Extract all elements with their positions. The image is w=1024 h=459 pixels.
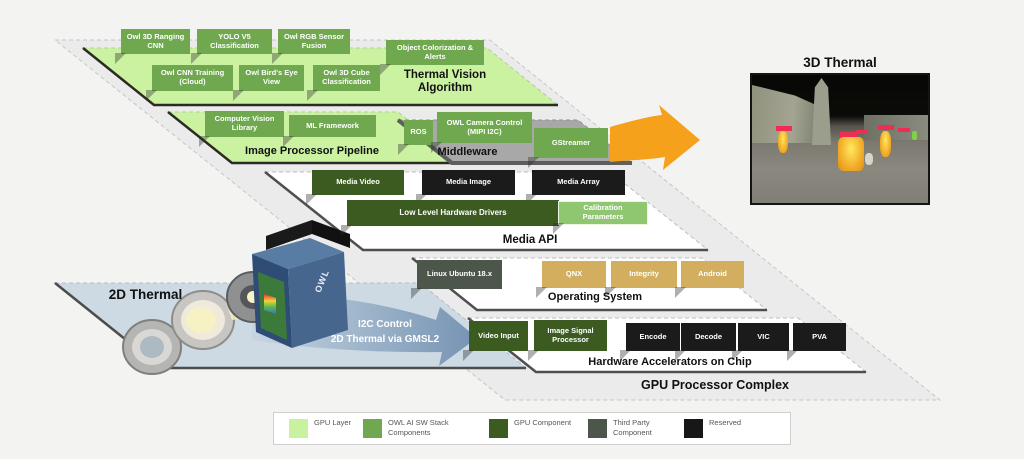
scene-person-cart xyxy=(838,137,864,171)
label-operating-system: Operating System xyxy=(547,291,643,303)
legend: GPU Layer OWL AI SW Stack Components GPU… xyxy=(273,412,791,445)
legend-label-gpu-component: GPU Component xyxy=(514,418,572,427)
output-arrow xyxy=(610,105,700,170)
scene-figure-small xyxy=(912,131,917,140)
box-object-colorization-alerts: Object Colorization & Alerts xyxy=(380,40,484,75)
label-middleware: Middleware xyxy=(437,146,498,158)
scene-detection-tag xyxy=(856,130,868,134)
box-gstreamer: GStreamer xyxy=(528,128,608,168)
box-qnx: QNX xyxy=(536,261,606,298)
scene-building-right xyxy=(864,115,928,140)
legend-swatch-owl-components xyxy=(363,419,382,438)
box-media-video: Media Video xyxy=(306,170,404,205)
scene-detection-tag xyxy=(898,128,910,132)
box-yolo-v5-classification: YOLO V5 Classification xyxy=(191,29,272,64)
box-low-level-hardware-drivers: Low Level Hardware Drivers xyxy=(341,200,559,236)
box-owl-birds-eye-view: Owl Bird's Eye View xyxy=(233,65,304,101)
thermal-3d-image xyxy=(750,73,930,205)
box-video-input: Video Input xyxy=(463,321,528,361)
camera-illustration xyxy=(122,220,350,375)
label-gpu-processor-complex: GPU Processor Complex xyxy=(641,378,789,392)
box-owl-3d-ranging-cnn: Owl 3D Ranging CNN xyxy=(115,29,190,64)
i2c-arrow-line1: I2C Control xyxy=(358,319,412,330)
scene-person-right xyxy=(880,131,891,157)
box-decode: Decode xyxy=(675,323,736,361)
box-ros: ROS xyxy=(398,120,433,155)
label-2d-thermal: 2D Thermal xyxy=(108,287,183,302)
label-3d-thermal: 3D Thermal xyxy=(803,55,877,70)
scene-person-left xyxy=(778,131,788,153)
box-encode: Encode xyxy=(620,323,680,361)
legend-swatch-gpu-component xyxy=(489,419,508,438)
label-hardware-accelerators: Hardware Accelerators on Chip xyxy=(588,356,752,368)
label-thermal-vision-algorithm: Thermal Vision Algorithm xyxy=(403,69,487,95)
scene-tower xyxy=(812,78,831,145)
scene-detection-tag xyxy=(878,125,894,130)
legend-label-gpu-layer: GPU Layer xyxy=(314,418,352,427)
box-owl-rgb-sensor-fusion: Owl RGB Sensor Fusion xyxy=(272,29,350,64)
box-ml-framework: ML Framework xyxy=(283,115,376,147)
legend-swatch-reserved xyxy=(684,419,703,438)
scene-dog xyxy=(865,153,873,165)
scene-detection-tag xyxy=(776,126,792,131)
legend-label-reserved: Reserved xyxy=(709,418,742,427)
box-owl-camera-control: OWL Camera Control (MIPI I2C) xyxy=(431,112,532,153)
box-media-image: Media Image xyxy=(416,170,515,205)
scene-detection-tag xyxy=(840,132,857,137)
i2c-arrow-text: I2C Control 2D Thermal via GMSL2 xyxy=(310,318,460,347)
label-image-processor-pipeline: Image Processor Pipeline xyxy=(245,145,379,157)
legend-label-third-party: Third Party Component xyxy=(613,418,652,437)
legend-swatch-third-party xyxy=(588,419,607,438)
legend-swatch-gpu-layer xyxy=(289,419,308,438)
box-integrity: Integrity xyxy=(605,261,677,298)
box-image-signal-processor: Image Signal Processor xyxy=(528,320,607,361)
box-owl-cnn-training-cloud: Owl CNN Training (Cloud) xyxy=(146,65,233,101)
box-vic: VIC xyxy=(732,323,789,361)
i2c-arrow-line2: 2D Thermal via GMSL2 xyxy=(330,333,440,345)
legend-label-owl-components: OWL AI SW Stack Components xyxy=(388,418,449,437)
box-calibration-parameters: Calibration Parameters xyxy=(553,201,648,234)
box-android: Android xyxy=(675,261,744,298)
box-owl-3d-cube-classification: Owl 3D Cube Classification xyxy=(307,65,380,101)
label-media-api: Media API xyxy=(502,234,558,246)
box-pva: PVA xyxy=(787,323,846,361)
box-computer-vision-library: Computer Vision Library xyxy=(199,111,284,147)
box-media-array: Media Array xyxy=(526,170,625,205)
box-linux-ubuntu: Linux Ubuntu 18.x xyxy=(411,260,502,299)
